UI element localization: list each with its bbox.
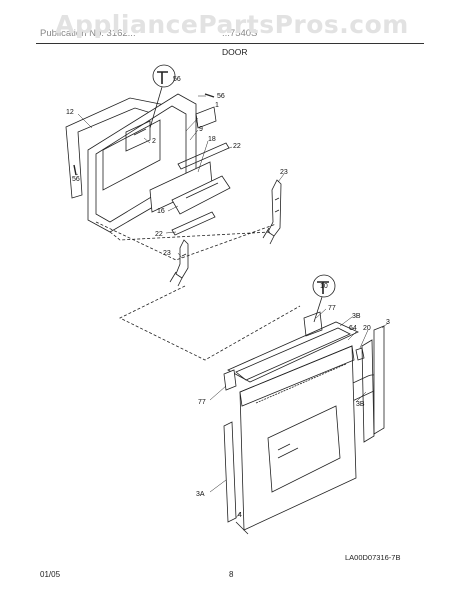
callout-16: 16 (157, 208, 165, 215)
callout-23-right: 23 (280, 169, 288, 176)
callout-20: 20 (363, 325, 371, 332)
side-trim-left (223, 421, 237, 523)
door-hinge-right (262, 179, 282, 245)
callout-10: 10 (320, 283, 328, 290)
door-bracket-77-left (223, 369, 237, 391)
callout-9: 9 (199, 126, 203, 133)
section-title: DOOR (222, 47, 248, 57)
door-stop-block (195, 106, 217, 129)
callout-23-left: 23 (163, 250, 171, 257)
assembly-outline-upper (95, 221, 277, 261)
callout-64: 64 (349, 325, 357, 332)
callout-line (313, 296, 323, 323)
footer-page-number: 8 (229, 570, 234, 579)
callout-18: 18 (208, 136, 216, 143)
callout-56-top: 56 (173, 76, 181, 83)
watermark: AppliancePartsPros.com (55, 10, 409, 39)
door-bracket-77-right (303, 311, 323, 337)
callout-22-upper: 22 (233, 143, 241, 150)
callout-line (149, 86, 163, 129)
door-window (267, 405, 341, 493)
callout-3b-bottom: 3B (356, 401, 365, 408)
callout-22-lower: 22 (155, 231, 163, 238)
door-rail-lower (171, 211, 216, 236)
screw-icon (317, 281, 329, 294)
callout-1: 1 (215, 102, 219, 109)
callout-labels: 56 1 56 12 2 9 18 22 56 23 16 22 23 10 7… (66, 76, 390, 519)
screw-detail-circle-56 (152, 64, 176, 88)
window-opening (102, 119, 161, 191)
callout-77-right: 77 (328, 305, 336, 312)
screw-56-top (204, 93, 215, 98)
publication-number: Publication No. 3162... (40, 28, 136, 39)
glass-reflection (185, 182, 219, 199)
screw-56-left (73, 164, 77, 176)
assembly-outline-middle (119, 285, 301, 361)
callout-leaders (75, 95, 389, 519)
screw-detail-circle-10 (312, 274, 336, 298)
door-hinge-left (169, 239, 189, 287)
screw-icon (157, 71, 168, 84)
callout-3: 3 (386, 319, 390, 326)
door-vent (255, 363, 347, 404)
window-glare (277, 443, 299, 459)
callout-3b-top: 3B (352, 313, 361, 320)
outer-door-top-edge (239, 345, 355, 407)
callout-56-right: 56 (217, 93, 225, 100)
side-trim-right (373, 325, 385, 435)
header-rule (36, 43, 424, 44)
handle-trim-top (227, 321, 359, 383)
footer-date: 01/05 (40, 570, 61, 579)
door-bracket (125, 120, 151, 152)
window-glass (171, 175, 231, 215)
callout-4: 4 (238, 512, 242, 519)
callout-56-left: 56 (72, 176, 80, 183)
side-trim-right-face (361, 339, 375, 443)
callout-77-left: 77 (198, 399, 206, 406)
block-face (195, 113, 199, 129)
callout-12: 12 (66, 109, 74, 116)
handle-clip (355, 347, 365, 361)
model-number: ...7540S (222, 28, 258, 39)
callout-3a: 3A (196, 491, 205, 498)
figure-code: LA00D07316-7B (345, 553, 401, 562)
door-bottom-edge (235, 521, 249, 535)
handle-trim-top-face (235, 327, 351, 381)
callout-2: 2 (152, 138, 156, 145)
door-gasket (65, 97, 191, 199)
bracket-edge (133, 128, 147, 136)
